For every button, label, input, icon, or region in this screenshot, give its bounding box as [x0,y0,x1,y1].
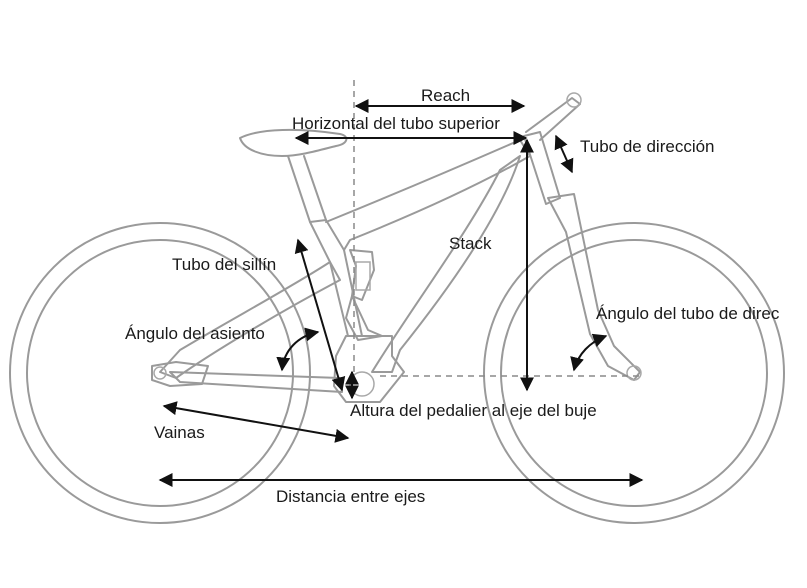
front-wheel [483,222,785,524]
reach-label: Reach [421,86,471,105]
bb-drop-label: Altura del pedalier al eje del buje [350,401,597,420]
head-tube-arrow [554,134,574,174]
head-tube-angle-label: Ángulo del tubo de direc [596,304,780,323]
seat-tube-label: Tubo del sillín [172,255,277,274]
wheelbase-label: Distancia entre ejes [276,487,426,506]
seat-angle-label: Ángulo del asiento [125,324,265,343]
top-tube-label: Horizontal del tubo superior [292,114,500,133]
chainstay-arrow [162,401,350,443]
head-angle-arc [570,333,608,372]
dimension-arrows [158,99,644,487]
head-tube-label: Tubo de dirección [580,137,715,156]
seat-tube-arrow [294,238,346,392]
seat-angle-arc [276,327,320,372]
stack-label: Stack [449,234,492,253]
chainstay-label: Vainas [154,423,205,442]
frame-outline [151,92,642,403]
